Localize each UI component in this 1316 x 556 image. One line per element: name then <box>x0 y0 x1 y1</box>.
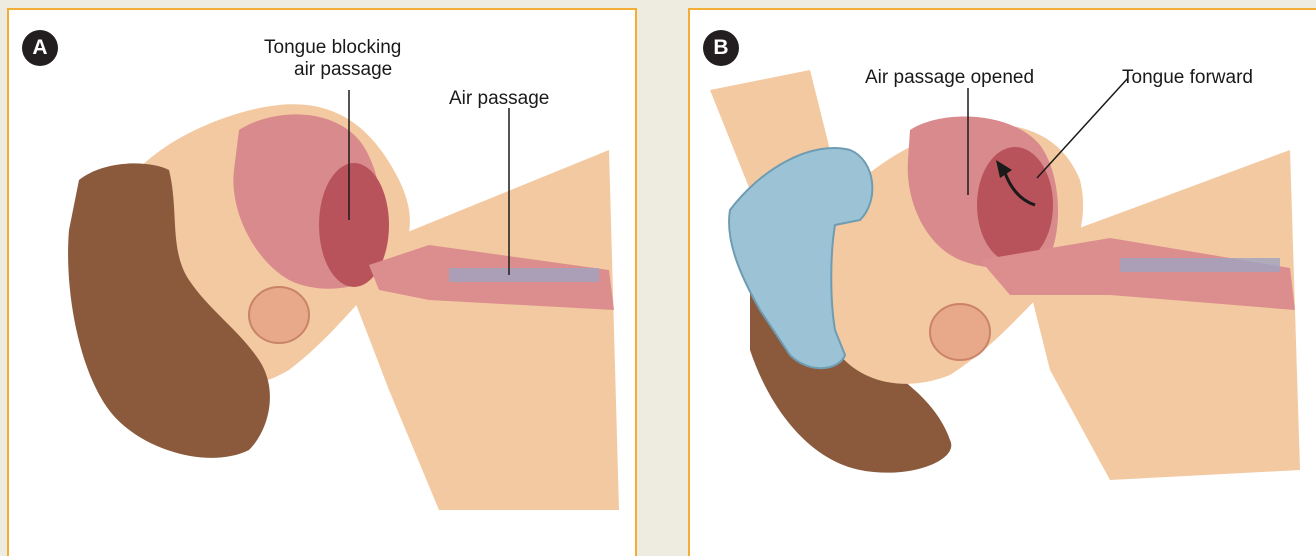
leader-lines-b <box>690 10 1316 556</box>
tongue-blocking-label-line2: air passage <box>294 59 392 81</box>
air-passage-label: Air passage <box>449 88 549 110</box>
panel-b-badge: B <box>703 30 739 66</box>
panel-a-badge: A <box>22 30 58 66</box>
tongue-forward-label: Tongue forward <box>1122 67 1253 89</box>
air-passage-opened-label: Air passage opened <box>865 67 1034 89</box>
panel-b: B Air passage opened Tongue forward <box>688 8 1316 556</box>
tongue-forward-leader-line-b <box>1037 78 1128 178</box>
panel-a: A Tongue blocking air passage Air passag… <box>7 8 637 556</box>
tongue-blocking-label-line1: Tongue blocking <box>264 37 401 59</box>
